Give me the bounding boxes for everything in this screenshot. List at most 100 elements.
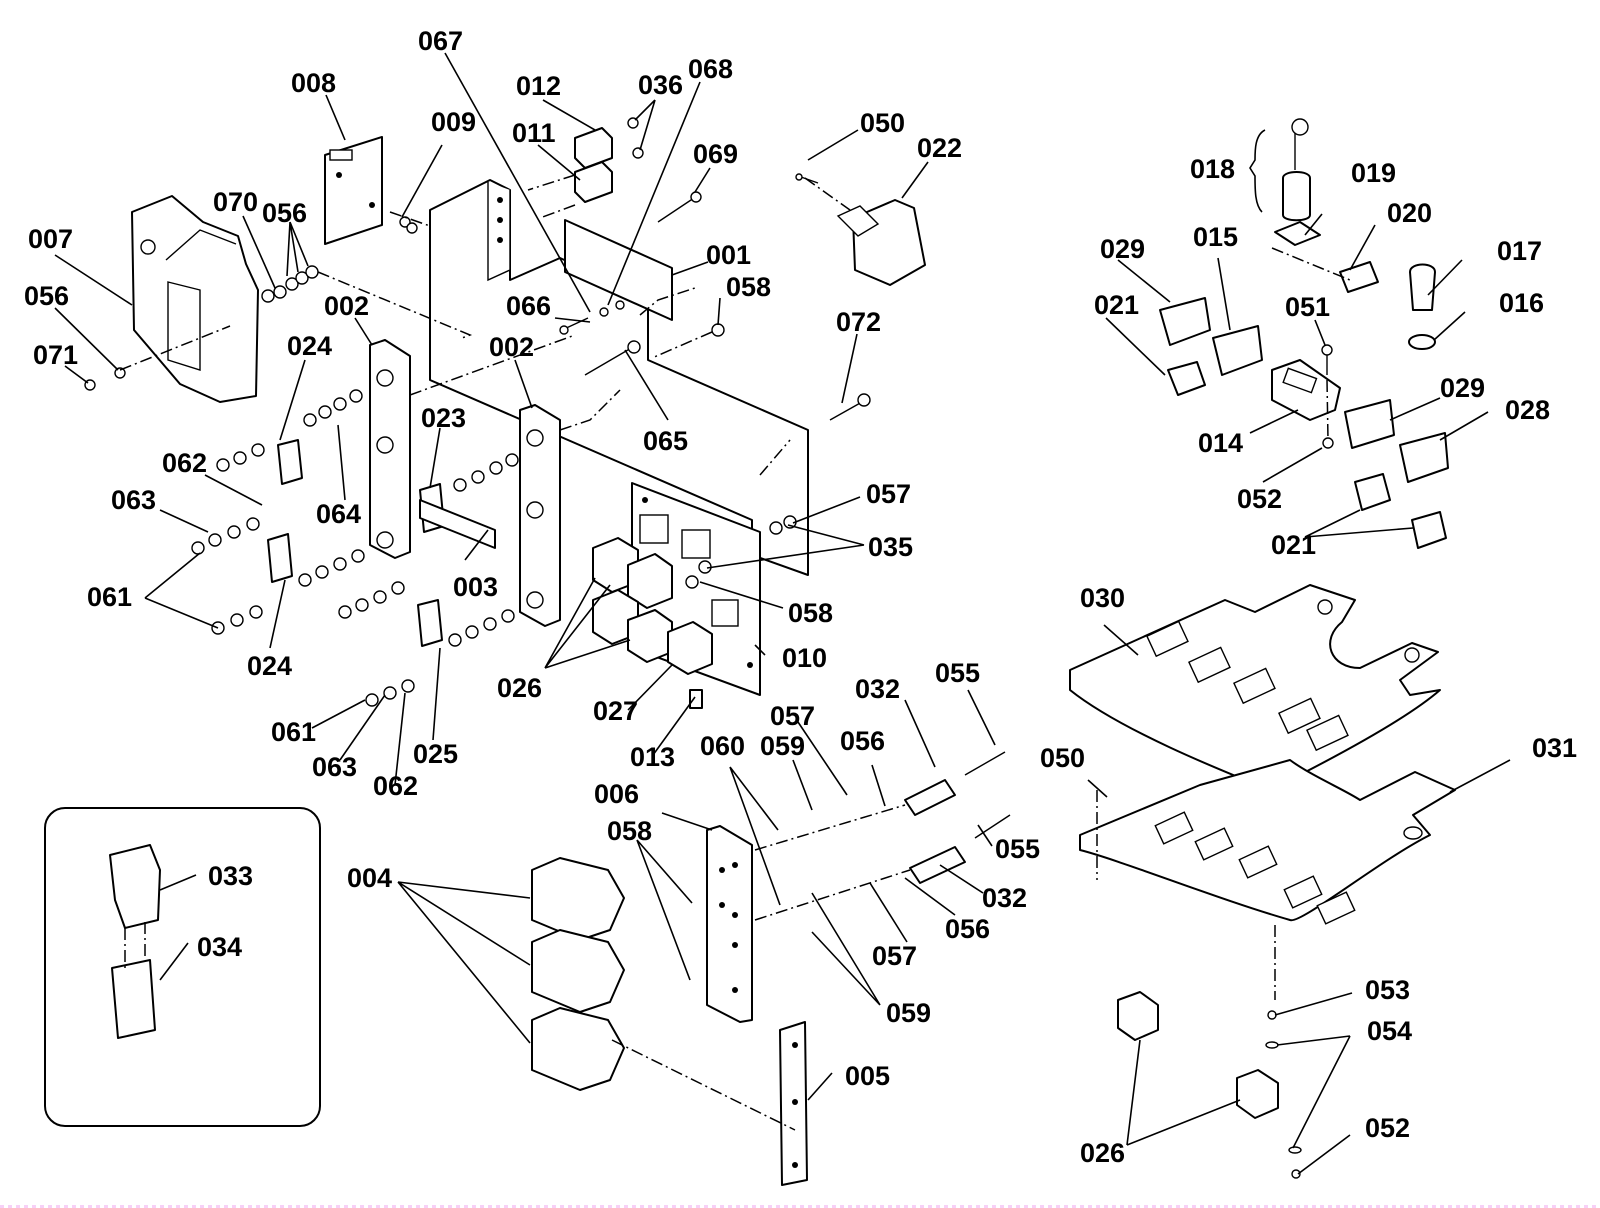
label-021-bottom: 021: [1271, 530, 1316, 560]
label-036: 036: [638, 70, 683, 100]
label-051: 051: [1285, 292, 1330, 322]
label-064: 064: [316, 499, 361, 529]
label-056-left: 056: [24, 281, 69, 311]
label-063-left: 063: [111, 485, 156, 515]
label-058-bottom: 058: [607, 816, 652, 846]
label-061-bottom: 061: [271, 717, 316, 747]
label-058-mid: 058: [788, 598, 833, 628]
part-spacers-032: [904, 751, 1011, 884]
part-terminal-block-006: [706, 825, 753, 1023]
part-handle-022: [795, 173, 926, 286]
label-006: 006: [594, 779, 639, 809]
label-067: 067: [418, 26, 463, 56]
part-nut-009: [399, 216, 418, 234]
label-060: 060: [700, 731, 745, 761]
part-connectors-021: [1167, 361, 1447, 549]
label-062-left: 062: [162, 448, 207, 478]
label-072: 072: [836, 307, 881, 337]
part-link-bar-003: [419, 499, 496, 549]
label-008: 008: [291, 68, 336, 98]
part-screw-069: [657, 191, 702, 223]
part-fuse-013: [689, 689, 703, 709]
label-059-bottom: 059: [886, 998, 931, 1028]
label-056-mid: 056: [840, 726, 885, 756]
label-007: 007: [28, 224, 73, 254]
label-062-bottom: 062: [373, 771, 418, 801]
part-meter-014: [1271, 359, 1341, 421]
label-069: 069: [693, 139, 738, 169]
label-061-left: 061: [87, 582, 132, 612]
label-035: 035: [868, 532, 913, 562]
label-010: 010: [782, 643, 827, 673]
label-050-top: 050: [860, 108, 905, 138]
label-057-top: 057: [866, 479, 911, 509]
label-025: 025: [413, 739, 458, 769]
label-055-bottom: 055: [995, 834, 1040, 864]
part-cover-box-007: [131, 195, 259, 403]
label-034: 034: [197, 932, 242, 962]
part-fuses-024: [267, 439, 303, 583]
label-016: 016: [1499, 288, 1544, 318]
label-030: 030: [1080, 583, 1125, 613]
label-011: 011: [512, 118, 556, 148]
label-003: 003: [453, 572, 498, 602]
label-009: 009: [431, 107, 476, 137]
label-027: 027: [593, 696, 638, 726]
label-063-bottom: 063: [312, 752, 357, 782]
label-065: 065: [643, 426, 688, 456]
label-068: 068: [688, 54, 733, 84]
assembly-center-lines: [119, 174, 1351, 1131]
part-bezel-019: [1274, 221, 1321, 246]
label-070: 070: [213, 187, 258, 217]
label-026-mid: 026: [497, 673, 542, 703]
label-026-bottom: 026: [1080, 1138, 1125, 1168]
part-key-switch-018: [1249, 118, 1311, 222]
label-024-bottom: 024: [247, 651, 292, 681]
label-019: 019: [1351, 158, 1396, 188]
part-relays-011-012: [574, 127, 613, 203]
label-050-bottom: 050: [1040, 743, 1085, 773]
label-057-bottom: 057: [872, 941, 917, 971]
label-059-top: 059: [760, 731, 805, 761]
label-054: 054: [1367, 1016, 1412, 1046]
part-circuit-board-008: [324, 136, 383, 245]
label-022: 022: [917, 133, 962, 163]
part-rocker-switches: [1159, 297, 1449, 483]
label-005: 005: [845, 1061, 890, 1091]
part-link-bar-005: [779, 1021, 808, 1186]
part-solenoids-004: [531, 857, 625, 1091]
part-screws: [559, 300, 871, 589]
part-washers-070-056: [261, 265, 319, 303]
label-028: 028: [1505, 395, 1550, 425]
label-020: 020: [1387, 198, 1432, 228]
label-014: 014: [1198, 428, 1243, 458]
part-fuse-025: [417, 599, 443, 647]
label-056-top: 056: [262, 198, 307, 228]
part-nut-016: [1408, 334, 1436, 350]
label-032-bottom: 032: [982, 883, 1027, 913]
part-gasket-030: [1069, 584, 1441, 791]
part-main-bracket-001: [429, 179, 809, 576]
label-013: 013: [630, 742, 675, 772]
part-relays-026: [592, 537, 673, 663]
part-screw-051-nut-052: [1321, 344, 1334, 449]
label-015: 015: [1193, 222, 1238, 252]
label-053: 053: [1365, 975, 1410, 1005]
label-021-top: 021: [1094, 290, 1139, 320]
part-plate-031: [1079, 759, 1456, 925]
label-052-top: 052: [1237, 484, 1282, 514]
label-057-mid: 057: [770, 701, 815, 731]
inset-connector-box: [44, 807, 321, 1127]
label-052-bottom: 052: [1365, 1113, 1410, 1143]
label-024-top: 024: [287, 331, 332, 361]
label-002-right: 002: [489, 332, 534, 362]
label-023: 023: [421, 403, 466, 433]
label-056-bottom: 056: [945, 914, 990, 944]
part-busbar-002b: [519, 404, 561, 627]
label-029-left: 029: [1100, 234, 1145, 264]
label-071: 071: [33, 340, 78, 370]
part-busbar-002a: [369, 339, 411, 559]
label-018: 018: [1190, 154, 1235, 184]
label-001: 001: [706, 240, 751, 270]
